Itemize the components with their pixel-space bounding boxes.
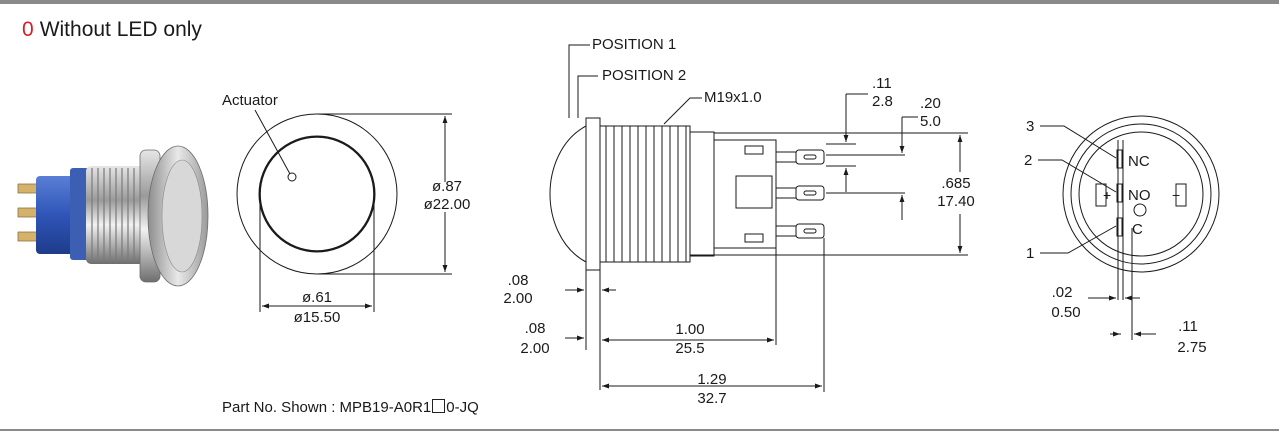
rear-dim-11-in: .11 [1178, 318, 1198, 335]
dim-11-in: .11 [872, 75, 892, 92]
dim-08a-in: .08 [508, 272, 529, 289]
pin2-label: 2 [1024, 152, 1032, 169]
rear-dim-02-mm: 0.50 [1051, 304, 1080, 321]
part-number-caption: Part No. Shown : MPB19-A0R1 0-JQ [222, 399, 479, 416]
dim-20-in: .20 [920, 95, 941, 112]
outer-dia-mm: ø22.00 [424, 196, 471, 213]
nc-label: NC [1128, 153, 1150, 170]
top-divider [0, 0, 1279, 4]
c-label: C [1132, 221, 1143, 238]
minus-label: − [1172, 187, 1180, 203]
placeholder-box-icon [432, 399, 446, 413]
pin3-label: 3 [1026, 118, 1034, 135]
outer-dia-in: ø.87 [432, 178, 462, 195]
pin1-label: 1 [1026, 245, 1034, 262]
dim-11-mm: 2.8 [872, 93, 893, 110]
position1-label: POSITION 1 [592, 36, 676, 53]
part-number-prefix: Part No. Shown : MPB19-A0R1 [222, 399, 432, 416]
thread-label: M19x1.0 [704, 89, 762, 106]
dim-129-mm: 32.7 [697, 390, 726, 407]
rear-dim-11-mm: 2.75 [1177, 339, 1206, 356]
rear-view: NC NO C + − 3 2 1 .02 0.50 .11 2.75 [1024, 115, 1220, 356]
dim-100-mm: 25.5 [675, 340, 704, 357]
heading-number: 0 [22, 18, 34, 41]
dim-685-in: .685 [941, 175, 970, 192]
switch-photo [17, 145, 209, 287]
dim-100-in: 1.00 [675, 321, 704, 338]
dim-20-mm: 5.0 [920, 113, 941, 130]
rear-dim-02-in: .02 [1052, 284, 1073, 301]
bottom-divider [0, 429, 1279, 431]
dim-08b-in: .08 [525, 320, 546, 337]
position2-label: POSITION 2 [602, 67, 686, 84]
actuator-label: Actuator [222, 92, 278, 109]
inner-dia-in: ø.61 [302, 289, 332, 306]
dim-08b-mm: 2.00 [520, 340, 549, 357]
no-label: NO [1128, 187, 1151, 204]
dim-08a-mm: 2.00 [503, 290, 532, 307]
heading-text: Without LED only [39, 18, 202, 41]
part-number-suffix: 0-JQ [446, 399, 479, 416]
front-view: Actuator ø.87 ø22.00 ø.61 ø15.50 [222, 92, 470, 326]
dim-685-mm: 17.40 [937, 193, 975, 210]
inner-dia-mm: ø15.50 [294, 309, 341, 326]
dim-129-in: 1.29 [697, 371, 726, 388]
side-view: POSITION 1 POSITION 2 M19x1.0 .11 2.8 .2… [503, 36, 974, 407]
plus-label: + [1103, 187, 1111, 203]
